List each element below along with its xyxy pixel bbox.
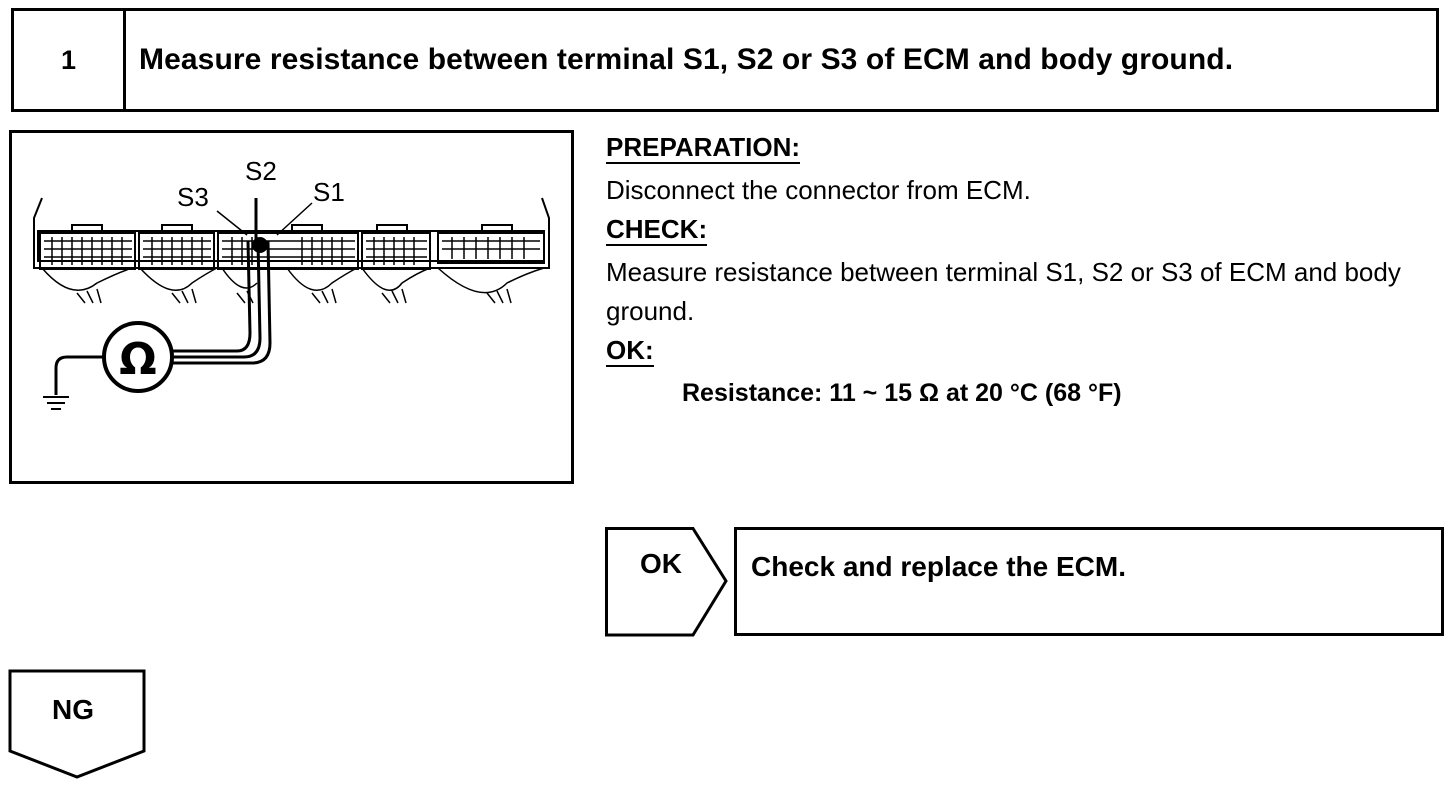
ok-arrow-tag	[605, 527, 728, 637]
terminal-label-s3: S3	[177, 182, 209, 212]
ok-label: OK	[640, 548, 682, 579]
ohmmeter-symbol: Ω	[119, 334, 156, 385]
ng-label: NG	[52, 694, 94, 725]
step-title: Measure resistance between terminal S1, …	[139, 43, 1234, 76]
step-number: 1	[14, 11, 126, 109]
preparation-text: Disconnect the connector from ECM.	[606, 175, 1031, 205]
ok-action-text: Check and replace the ECM.	[751, 551, 1127, 582]
ecm-connector-diagram: S2 S3 S1 Ω	[33, 156, 550, 410]
instruction-text: PREPARATION: Disconnect the connector fr…	[606, 128, 1451, 413]
check-text: Measure resistance between terminal S1, …	[606, 257, 1401, 326]
wiring-figure: S2 S3 S1 Ω	[9, 130, 574, 484]
terminal-label-s1: S1	[313, 177, 345, 207]
ok-spec: Resistance: 11 ~ 15 Ω at 20 °C (68 °F)	[682, 379, 1122, 407]
ng-arrow-tag	[8, 669, 146, 779]
check-heading: CHECK:	[606, 214, 708, 246]
terminal-label-s2: S2	[245, 156, 277, 186]
step-header: 1 Measure resistance between terminal S1…	[11, 8, 1439, 112]
ok-heading: OK:	[606, 335, 654, 367]
preparation-heading: PREPARATION:	[606, 132, 801, 164]
ok-result-box: Check and replace the ECM.	[734, 527, 1444, 636]
ground-icon	[43, 396, 69, 410]
